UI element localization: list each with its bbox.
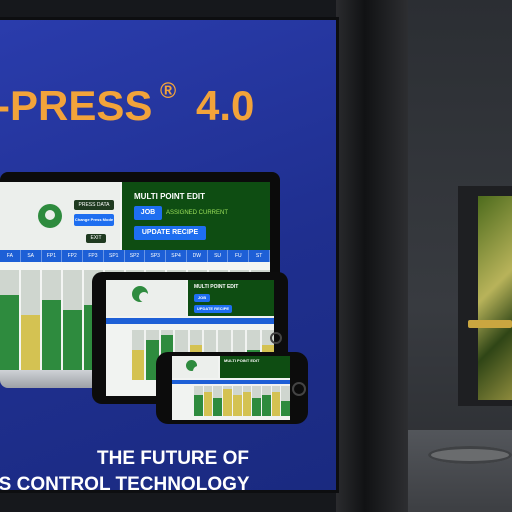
- parameter-bar[interactable]: [223, 386, 232, 416]
- door-handle: [468, 320, 512, 328]
- registered-mark: ®: [160, 78, 177, 103]
- tab-su[interactable]: SU: [208, 250, 229, 262]
- laptop-left-panel: PRESS DATA Change Press Mode EXIT: [0, 182, 120, 250]
- parameter-bar-fill: [261, 395, 271, 416]
- parameter-bar-fill: [232, 395, 242, 416]
- tagline-line-1: THE FUTURE OF: [97, 448, 249, 469]
- parameter-bar-fill: [252, 398, 261, 416]
- parameter-bar[interactable]: [132, 330, 145, 380]
- parameter-bar-fill: [20, 315, 40, 370]
- tab-fp1[interactable]: FP1: [42, 250, 63, 262]
- parameter-bar-fill: [223, 389, 232, 416]
- display-frame-edge: [336, 0, 408, 512]
- parameter-bar-fill: [41, 300, 61, 370]
- tab-sp4[interactable]: SP4: [166, 250, 187, 262]
- parameter-bar-fill: [62, 310, 82, 370]
- tablet-job-button[interactable]: JOB: [194, 294, 210, 302]
- door-glass-window: [478, 196, 512, 400]
- brand-name: -PRESS: [0, 82, 153, 129]
- parameter-bar[interactable]: [20, 270, 40, 370]
- tab-sp2[interactable]: SP2: [125, 250, 146, 262]
- tablet-left-panel: [106, 280, 186, 316]
- phone-left-panel: [172, 356, 218, 378]
- exit-badge[interactable]: EXIT: [86, 234, 106, 243]
- phone-device: MULTI POINT EDIT: [156, 352, 308, 424]
- parameter-bar-fill: [203, 392, 213, 416]
- floor: [408, 430, 512, 512]
- multi-point-edit-panel: MULTI POINT EDIT JOB ASSIGNED CURRENT UP…: [122, 182, 270, 250]
- phone-home-button: [292, 382, 306, 396]
- tagline-line-2: SS CONTROL TECHNOLOGY: [0, 474, 250, 495]
- change-press-mode-button[interactable]: Change Press Mode: [74, 214, 114, 226]
- tablet-edit-panel: MULTI POINT EDIT JOB UPDATE RECIPE: [188, 280, 274, 316]
- location-pin-icon: [38, 204, 62, 228]
- floor-logo-mat: [428, 446, 512, 464]
- parameter-bar-fill: [0, 295, 19, 370]
- phone-tabs: [172, 380, 290, 384]
- parameter-bar[interactable]: [252, 386, 261, 416]
- tablet-home-button: [270, 332, 282, 344]
- panel-title: MULTI POINT EDIT: [134, 192, 205, 201]
- tab-fu[interactable]: FU: [228, 250, 250, 262]
- tab-sa[interactable]: SA: [21, 250, 42, 262]
- tablet-update-recipe-button[interactable]: UPDATE RECIPE: [194, 305, 232, 313]
- parameter-bar[interactable]: [261, 386, 271, 416]
- phone-screen: MULTI POINT EDIT: [172, 356, 290, 420]
- parameter-bar[interactable]: [281, 386, 290, 416]
- tablet-tabs: [106, 318, 274, 324]
- parameter-bar[interactable]: [232, 386, 242, 416]
- parameter-bar[interactable]: [194, 386, 203, 416]
- parameter-bar-fill: [194, 395, 203, 416]
- press-data-badge: PRESS DATA: [74, 200, 114, 210]
- job-status: ASSIGNED CURRENT: [166, 210, 229, 216]
- parameter-bar-fill: [146, 340, 159, 380]
- tab-fa[interactable]: FA: [0, 250, 21, 262]
- update-recipe-button[interactable]: UPDATE RECIPE: [134, 226, 206, 240]
- parameter-bar[interactable]: [203, 386, 213, 416]
- tab-fp2[interactable]: FP2: [62, 250, 84, 262]
- location-pin-icon: [186, 360, 203, 376]
- tab-dw[interactable]: DW: [187, 250, 208, 262]
- phone-panel-title: MULTI POINT EDIT: [224, 358, 260, 363]
- parameter-bar-fill: [271, 392, 281, 416]
- advertisement-poster: -PRESS ® 4.0 PRESS DATA Change Press Mod…: [0, 20, 336, 495]
- tab-sp3[interactable]: SP3: [145, 250, 167, 262]
- location-pin-icon: [132, 286, 149, 302]
- parameter-bar[interactable]: [41, 270, 61, 370]
- job-button[interactable]: JOB: [134, 206, 162, 220]
- parameter-bar-fill: [213, 398, 223, 416]
- tablet-panel-title: MULTI POINT EDIT: [194, 284, 239, 290]
- tab-st[interactable]: ST: [249, 250, 270, 262]
- parameter-bar-fill: [132, 350, 145, 380]
- tab-fp3[interactable]: FP3: [83, 250, 104, 262]
- parameter-bar[interactable]: [62, 270, 82, 370]
- tab-sp1[interactable]: SP1: [104, 250, 125, 262]
- parameter-bar[interactable]: [146, 330, 159, 380]
- phone-parameter-bars: [194, 386, 290, 416]
- version-number: 4.0: [196, 82, 255, 129]
- parameter-bar[interactable]: [213, 386, 223, 416]
- parameter-bar[interactable]: [271, 386, 281, 416]
- phone-edit-panel: MULTI POINT EDIT: [220, 356, 290, 378]
- parameter-bar-fill: [281, 401, 290, 416]
- parameter-bar-fill: [242, 392, 252, 416]
- parameter-bar[interactable]: [242, 386, 252, 416]
- parameter-bar[interactable]: [0, 270, 19, 370]
